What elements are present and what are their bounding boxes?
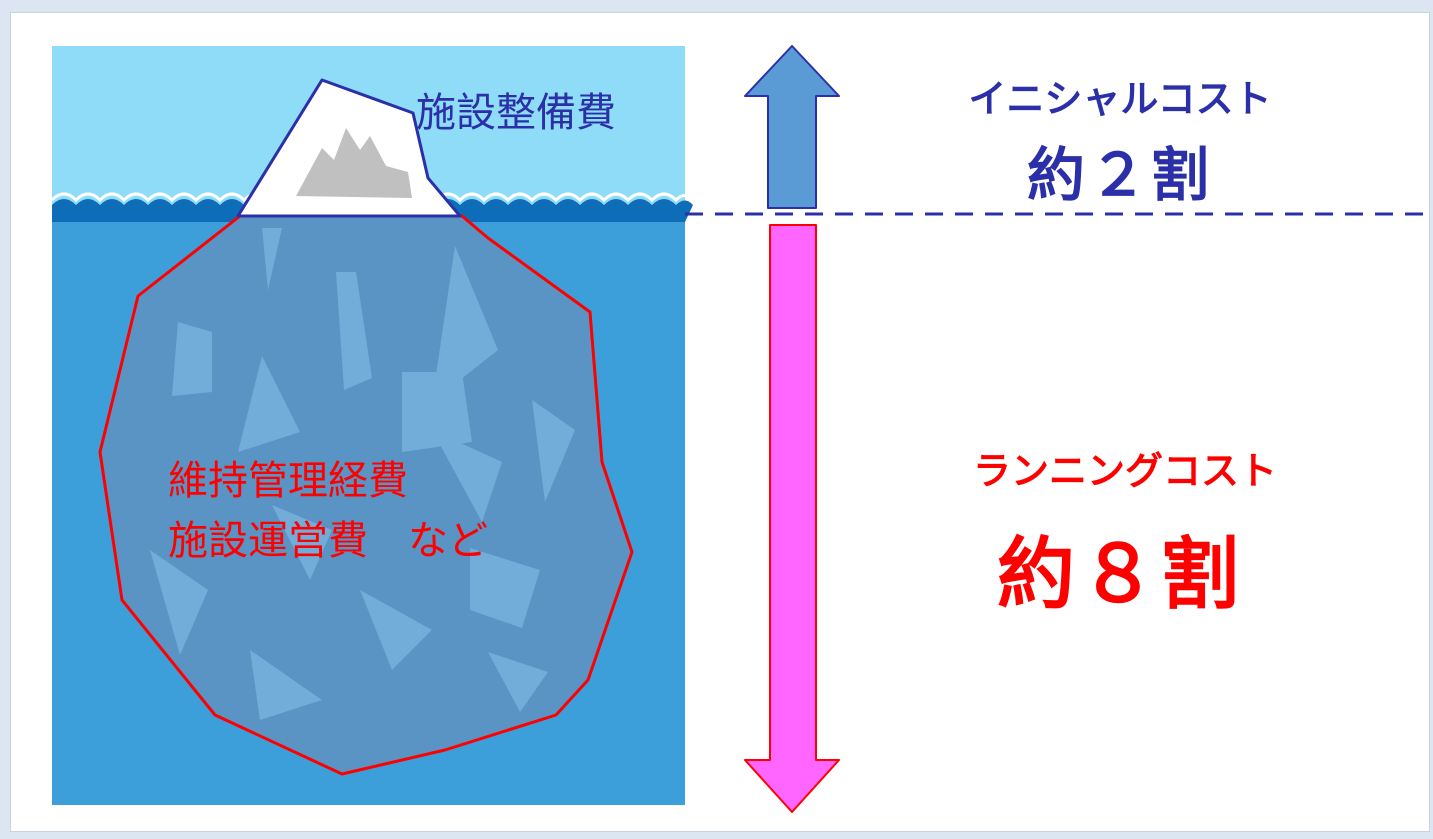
submerged-iceberg <box>98 214 634 776</box>
initial-cost-arrow <box>744 45 840 209</box>
facility-cost-label: 施設整備費 <box>416 90 616 136</box>
iceberg-tip-shadow <box>296 128 412 198</box>
running-cost-title: ランニングコスト <box>972 449 1277 493</box>
initial-cost-value: 約２割 <box>1026 141 1213 209</box>
running-cost-value: 約８割 <box>996 530 1243 620</box>
maintenance-cost-label: 維持管理経費 <box>168 458 408 504</box>
running-cost-arrow <box>744 224 840 813</box>
operation-cost-label: 施設運営費 など <box>168 518 488 564</box>
ice-highlights <box>150 228 575 720</box>
initial-cost-title: イニシャルコスト <box>968 77 1272 121</box>
